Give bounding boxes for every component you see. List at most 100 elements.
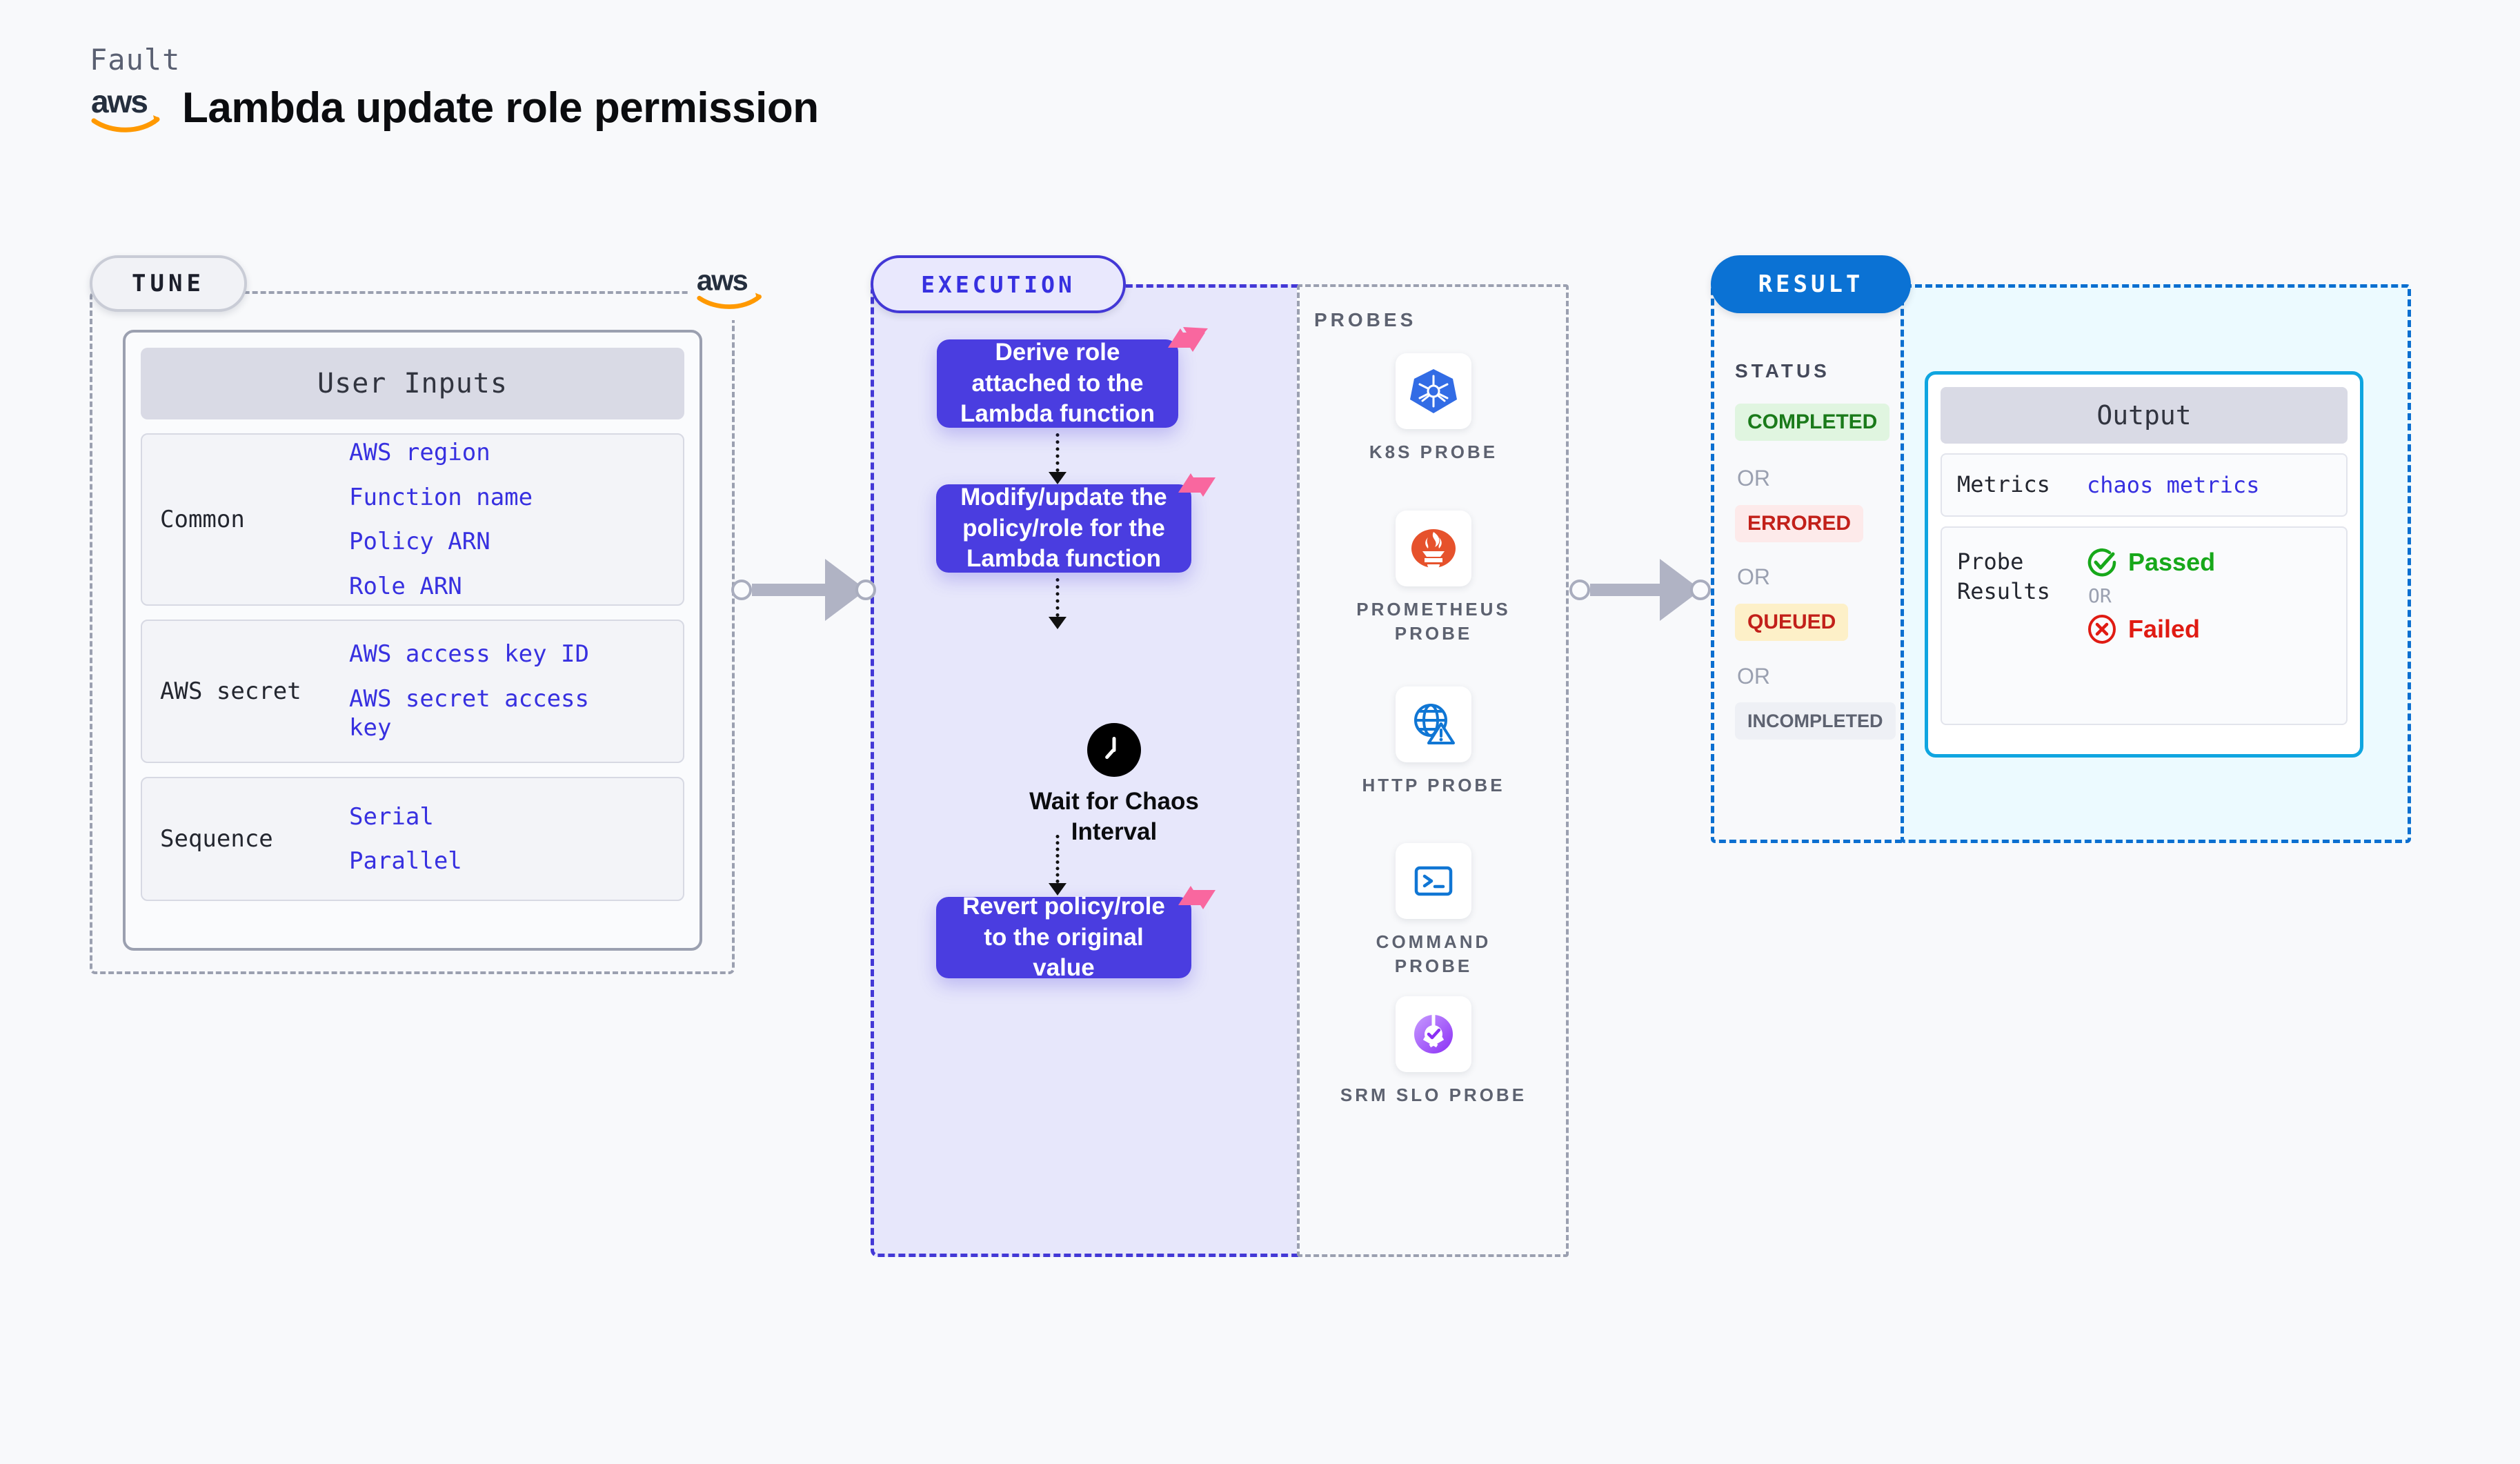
output-card: Output Metrics chaos metrics Probe Resul… (1925, 371, 2363, 758)
or-separator: OR (1737, 664, 1770, 689)
probe-label: COMMAND PROBE (1376, 931, 1491, 977)
probe-label: SRM SLO PROBE (1340, 1085, 1527, 1105)
status-label: STATUS (1735, 360, 1830, 382)
http-globe-warning-icon (1396, 686, 1471, 762)
probe-item-prometheus[interactable]: PROMETHEUS PROBE (1337, 511, 1530, 646)
aws-logo-icon: aws (91, 83, 160, 132)
chaos-icon (1162, 324, 1212, 367)
output-row-metrics: Metrics chaos metrics (1941, 453, 2348, 517)
execution-step-3[interactable]: Revert policy/role to the original value (936, 893, 1191, 981)
result-section-pill[interactable]: RESULT (1711, 255, 1911, 313)
aws-logo-tune-tag: aws (690, 254, 773, 320)
wait-node-label: Wait for Chaos Interval (1029, 788, 1199, 845)
aws-logo-icon: aws (697, 264, 762, 309)
or-separator: OR (1737, 466, 1770, 491)
probe-item-http[interactable]: HTTP PROBE (1337, 686, 1530, 798)
status-badge-errored: ERRORED (1735, 505, 1864, 542)
probe-result-failed-label: Failed (2128, 615, 2201, 643)
page-header: Fault aws Lambda update role permission (90, 43, 819, 135)
probe-item-srm-slo[interactable]: SRM SLO PROBE (1337, 996, 1530, 1107)
svg-text:aws: aws (91, 83, 147, 119)
check-circle-icon (2087, 548, 2116, 577)
connector-dot (1569, 580, 1590, 600)
output-row-probe-results: Probe Results Passed OR Failed (1941, 526, 2348, 725)
connector-dot (855, 580, 876, 600)
connector-tune-to-execution (731, 548, 876, 631)
svg-text:aws: aws (697, 264, 748, 297)
tune-dashed-border (90, 291, 735, 974)
tune-pill-label: TUNE (132, 270, 205, 297)
input-group-common: Common AWS region Function name Policy A… (141, 433, 684, 606)
probe-result-passed: Passed (2087, 547, 2215, 577)
result-pill-label: RESULT (1758, 270, 1864, 298)
or-separator: OR (2088, 584, 2112, 607)
input-value[interactable]: AWS access key ID (349, 640, 589, 669)
input-group-label: Sequence (160, 825, 273, 853)
probe-result-passed-label: Passed (2128, 548, 2216, 576)
status-badge-text: QUEUED (1747, 611, 1836, 633)
connector-line (752, 584, 828, 596)
execution-step-2[interactable]: Modify/update the policy/role for the La… (936, 484, 1191, 573)
flow-arrow-3 (1049, 835, 1066, 896)
input-value[interactable]: Serial (349, 802, 434, 831)
fault-label: Fault (90, 43, 181, 77)
or-separator: OR (1737, 564, 1770, 589)
probe-results-values: Passed OR Failed (2087, 547, 2215, 644)
flow-arrow-1 (1049, 433, 1066, 484)
output-row-label: Metrics (1957, 471, 2050, 498)
input-group-values: AWS access key ID AWS secret access key (349, 640, 618, 743)
user-inputs-card: User Inputs Common AWS region Function n… (123, 330, 702, 951)
page-title: Lambda update role permission (182, 83, 819, 132)
input-value[interactable]: AWS region (349, 439, 490, 466)
aws-logo: aws (90, 81, 166, 135)
srm-slo-icon (1396, 996, 1471, 1072)
status-badge-queued: QUEUED (1735, 604, 1849, 641)
execution-pill-label: EXECUTION (921, 270, 1075, 298)
wait-for-chaos-node: Wait for Chaos Interval (1028, 723, 1200, 847)
probe-item-k8s[interactable]: K8S PROBE (1337, 353, 1530, 464)
connector-dot (1690, 580, 1711, 600)
input-value[interactable]: AWS secret access key (349, 684, 589, 742)
x-circle-icon (2088, 615, 2116, 644)
prometheus-icon (1396, 511, 1471, 586)
probe-label: K8S PROBE (1369, 442, 1498, 462)
probes-panel (1297, 284, 1569, 1257)
probe-label: HTTP PROBE (1362, 775, 1505, 795)
input-group-label: Common (160, 506, 245, 533)
output-row-label: Probe Results (1957, 548, 2050, 605)
connector-line (1590, 584, 1663, 596)
input-group-sequence: Sequence Serial Parallel (141, 777, 684, 901)
chaos-icon (1173, 469, 1222, 512)
terminal-icon (1396, 843, 1471, 919)
probes-section-label: PROBES (1314, 309, 1417, 330)
execution-step-1[interactable]: Derive role attached to the Lambda funct… (937, 339, 1178, 428)
flow-arrow-2 (1049, 578, 1066, 629)
input-value[interactable]: Parallel (349, 847, 462, 875)
output-row-value[interactable]: chaos metrics (2087, 472, 2260, 498)
status-badge-completed: COMPLETED (1735, 404, 1890, 441)
input-value[interactable]: Policy ARN (349, 528, 490, 555)
status-badge-incompleted: INCOMPLETED (1735, 702, 1896, 740)
input-group-label: AWS secret (160, 677, 301, 705)
clock-icon (1087, 723, 1141, 777)
output-title: Output (1941, 387, 2348, 444)
probe-item-command[interactable]: COMMAND PROBE (1337, 843, 1530, 978)
status-badge-text: ERRORED (1747, 512, 1852, 535)
input-value[interactable]: Function name (349, 483, 533, 511)
user-inputs-title: User Inputs (141, 348, 684, 419)
kubernetes-icon (1396, 353, 1471, 429)
input-group-aws-secret: AWS secret AWS access key ID AWS secret … (141, 620, 684, 763)
tune-section-pill[interactable]: TUNE (90, 255, 247, 312)
input-value[interactable]: Role ARN (349, 572, 462, 600)
connector-dot (731, 580, 752, 600)
execution-section-pill[interactable]: EXECUTION (871, 255, 1126, 313)
status-badge-text: COMPLETED (1747, 410, 1878, 433)
status-badge-text: INCOMPLETED (1747, 710, 1883, 731)
probe-result-failed: Failed (2087, 614, 2215, 644)
probe-label: PROMETHEUS PROBE (1356, 599, 1511, 644)
input-group-values: AWS region Function name Policy ARN Role… (349, 438, 533, 601)
connector-execution-to-result (1569, 548, 1711, 631)
execution-step-text: Derive role attached to the Lambda funct… (960, 338, 1155, 428)
execution-step-text: Revert policy/role to the original value (962, 892, 1165, 982)
execution-step-text: Modify/update the policy/role for the La… (960, 483, 1167, 573)
